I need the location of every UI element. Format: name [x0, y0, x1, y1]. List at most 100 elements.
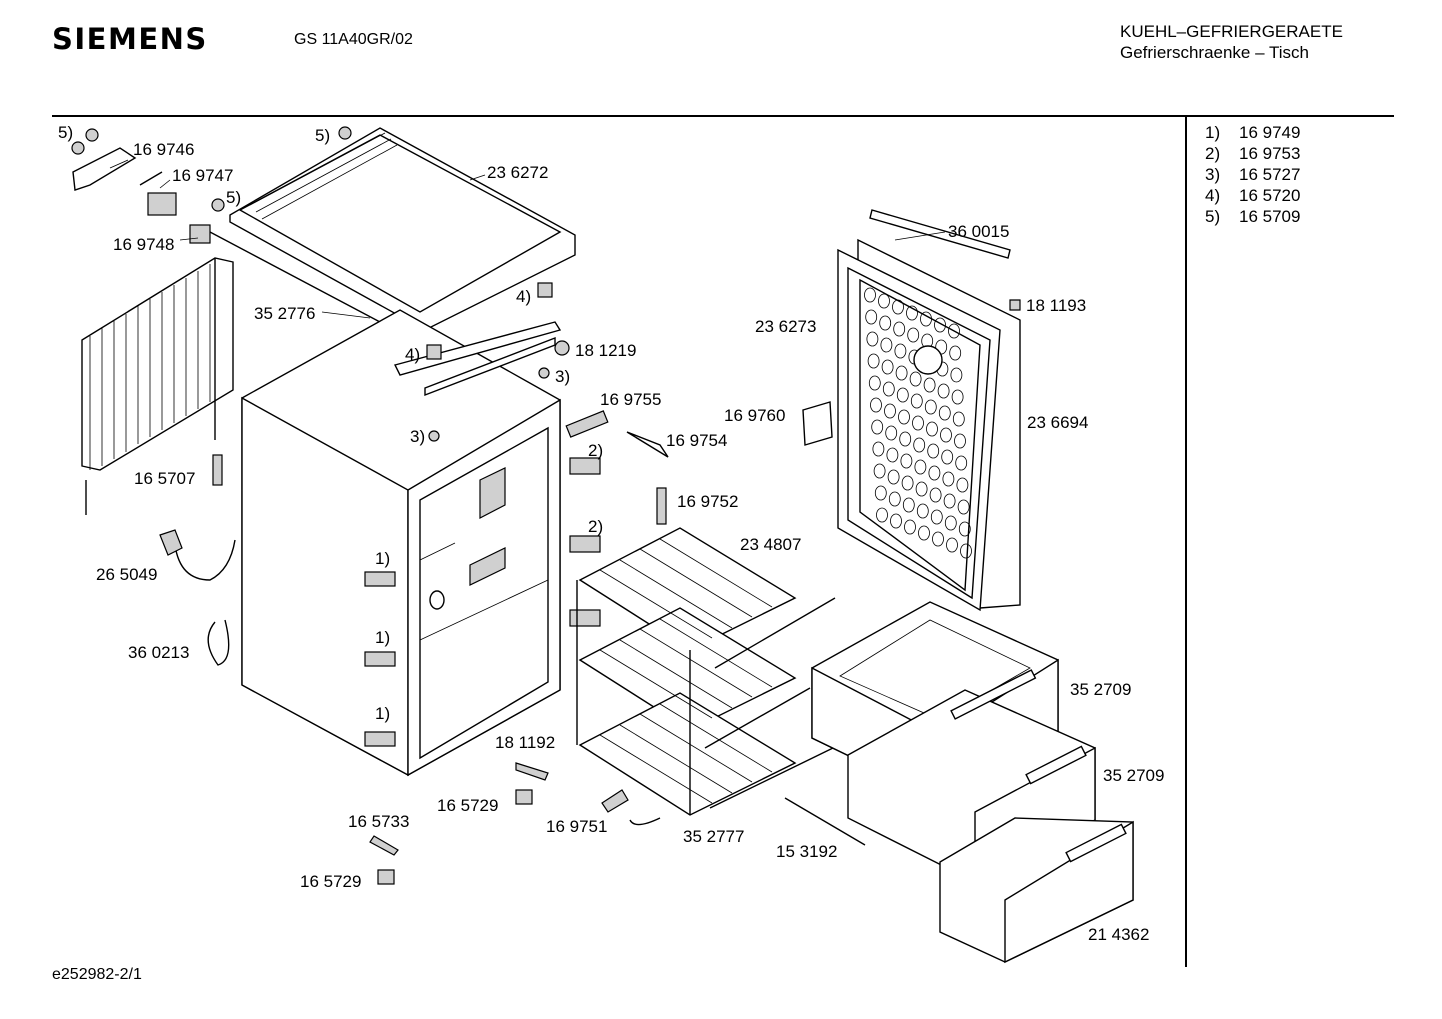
callout-key: 2): [588, 517, 603, 536]
door-liner-dimple: [950, 367, 963, 383]
screw-icons: [71, 126, 570, 442]
category-title: KUEHL–GEFRIERGERAETE: [1120, 22, 1343, 41]
door-liner-dimple: [924, 399, 937, 415]
thermostat-housing: [72, 147, 211, 244]
door-liner-dimple: [866, 331, 879, 347]
callout-part-number: 16 9746: [133, 140, 194, 159]
door-liner-dimple: [894, 343, 907, 359]
door-liner-dimple: [941, 449, 954, 465]
door-liner-dimple: [929, 487, 942, 503]
door-liner-dimple: [915, 481, 928, 497]
callout-part-number: 18 1219: [575, 341, 636, 360]
top-cover: [229, 127, 576, 331]
callout-part-number: 16 9760: [724, 406, 785, 425]
door-liner-dimple: [954, 433, 966, 449]
callout-labels: 5) 16 9746 16 9747 5) 16 9748 5) 23 6272…: [58, 123, 1164, 944]
door-liner-dimple: [898, 409, 910, 425]
callout-part-number: 23 6694: [1027, 413, 1088, 432]
door-liner-dimple: [930, 509, 943, 525]
door-liner-dimple: [914, 459, 927, 475]
door-liner-dimple: [880, 337, 893, 353]
callout-part-number: 16 5729: [437, 796, 498, 815]
door-liner-dimple: [904, 519, 916, 535]
door-liner-dimple: [928, 465, 941, 481]
drawers: [811, 601, 1134, 964]
door-liner-dimple: [867, 353, 880, 369]
door-liner-dimple: [926, 421, 938, 437]
door-liner-dimple: [952, 411, 965, 427]
door-liner-dimple: [871, 419, 884, 435]
door-liner-dimple: [881, 359, 894, 375]
door-liner-dimple: [868, 375, 881, 391]
door-liner-dimple: [890, 513, 902, 529]
door-liner-dimple: [885, 425, 898, 441]
door-liner-dimple: [948, 323, 960, 339]
door-liner-dimple: [874, 485, 887, 501]
door-liner-dimple: [927, 443, 940, 459]
callout-key: 4): [516, 287, 531, 306]
door-liner-dimple: [934, 317, 946, 333]
door-liner-dimple: [957, 499, 970, 515]
callout-key: 3): [555, 367, 570, 386]
door-liner-dimple: [944, 515, 957, 531]
door-liner-dimple: [912, 415, 924, 431]
cabinet-body: [241, 309, 561, 777]
callout-part-number: 36 0015: [948, 222, 1009, 241]
callout-part-number: 16 5707: [134, 469, 195, 488]
legend-row: 5)16 5709: [1205, 206, 1300, 227]
evaporator: [576, 527, 797, 826]
callout-part-number: 35 2709: [1070, 680, 1131, 699]
callout-part-number: 16 9752: [677, 492, 738, 511]
callout-part-number: 35 2776: [254, 304, 315, 323]
door-liner-dimple: [955, 455, 968, 471]
callout-part-number: 16 5729: [300, 872, 361, 891]
door-assembly: [802, 209, 1021, 612]
door-liner-dimple: [942, 471, 955, 487]
callout-key: 4): [405, 345, 420, 364]
category-subtitle: Gefrierschraenke – Tisch: [1120, 43, 1309, 62]
door-liner-dimple: [879, 315, 892, 331]
callout-part-number: 35 2777: [683, 827, 744, 846]
legend-part-number: 16 5727: [1239, 165, 1301, 184]
door-liner-dimple: [938, 405, 951, 421]
legend-key: 1): [1205, 123, 1221, 142]
callout-part-number: 35 2709: [1103, 766, 1164, 785]
top-cover-rail: [209, 231, 381, 323]
callout-part-number: 16 9747: [172, 166, 233, 185]
door-liner-dimple: [870, 397, 882, 413]
door-liner-dimple: [940, 427, 952, 443]
callout-part-number: 18 1193: [1026, 296, 1086, 315]
door-liner-dimple: [951, 389, 964, 405]
callout-part-number: 23 4807: [740, 535, 801, 554]
door-liner-dimple: [943, 493, 956, 509]
leader-lines: [109, 159, 946, 319]
legend-key: 4): [1205, 186, 1221, 205]
callout-key: 5): [315, 126, 330, 145]
door-liner-dimple: [907, 327, 920, 343]
door-liner-dimple: [872, 441, 885, 457]
door-liner-dimple: [892, 299, 904, 315]
door-liner-dimple: [884, 403, 896, 419]
door-liner-dimple: [956, 477, 969, 493]
door-liner-dimple: [906, 305, 918, 321]
legend-part-number: 16 5720: [1239, 186, 1301, 205]
callout-part-number: 16 9755: [600, 390, 661, 409]
door-liner-dimple: [946, 537, 958, 553]
door-liner-dimple: [949, 345, 962, 361]
callout-part-number: 16 9748: [113, 235, 174, 254]
shelf-rods: [704, 597, 866, 846]
callout-part-number: 16 9751: [546, 817, 607, 836]
model-number: GS 11A40GR/02: [294, 31, 413, 48]
door-liner-dimple: [878, 293, 890, 309]
door-liner-dimple: [932, 531, 944, 547]
door-liner-dimple: [899, 431, 912, 447]
callout-part-number: 15 3192: [776, 842, 837, 861]
condenser-coil: [81, 257, 234, 515]
legend-part-number: 16 5709: [1239, 207, 1301, 226]
legend-key: 2): [1205, 144, 1221, 163]
legend-part-number: 16 9749: [1239, 123, 1301, 142]
callout-key: 3): [410, 427, 425, 446]
parts-legend: 1)16 9749 2)16 9753 3)16 5727 4)16 5720 …: [1205, 122, 1300, 227]
callout-part-number: 26 5049: [96, 565, 157, 584]
door-liner-dimple: [920, 311, 932, 327]
